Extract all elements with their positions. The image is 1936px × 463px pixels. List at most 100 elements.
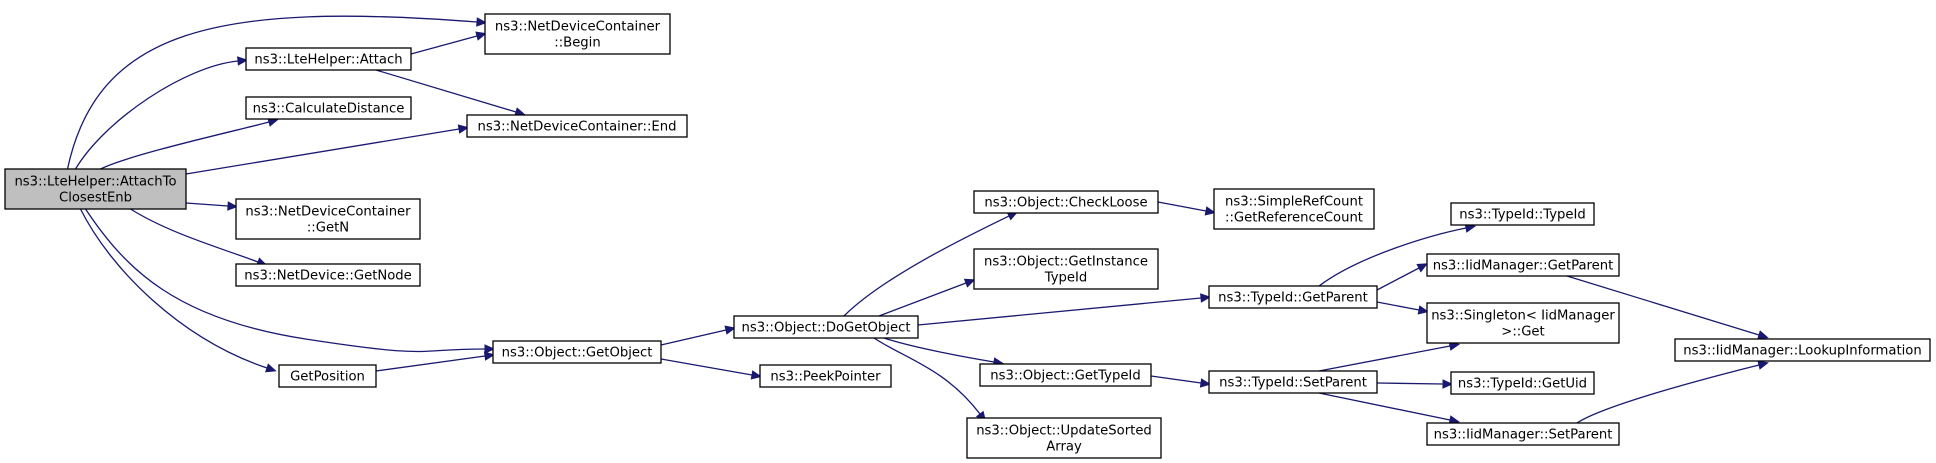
node-box[interactable] bbox=[1213, 188, 1375, 230]
arrowhead bbox=[475, 31, 487, 41]
call-edge bbox=[375, 69, 517, 113]
function-node-n23[interactable]: ns3::IidManager::LookupInformation bbox=[1674, 338, 1931, 362]
node-box[interactable] bbox=[235, 263, 421, 287]
function-node-n1[interactable]: ns3::NetDeviceContainer::Begin bbox=[484, 13, 671, 55]
node-box[interactable] bbox=[466, 114, 688, 138]
function-node-n6[interactable]: ns3::NetDevice::GetNode bbox=[235, 263, 421, 287]
arrowhead bbox=[227, 201, 239, 211]
call-edge bbox=[74, 60, 239, 170]
node-label: ns3::IidManager::SetParent bbox=[1434, 428, 1613, 443]
node-box[interactable] bbox=[1450, 371, 1595, 395]
arrowhead bbox=[1757, 330, 1769, 340]
call-edge bbox=[1566, 275, 1760, 336]
call-edge bbox=[1576, 364, 1760, 424]
function-node-n15[interactable]: ns3::SimpleRefCount::GetReferenceCount bbox=[1213, 188, 1375, 230]
node-box[interactable] bbox=[1426, 302, 1620, 344]
function-node-n7[interactable]: ns3::Object::GetObject bbox=[492, 340, 662, 364]
node-label: ns3::LteHelper::AttachTo bbox=[14, 175, 176, 190]
node-label: ns3::Singleton< IidManager bbox=[1431, 309, 1615, 324]
node-box[interactable] bbox=[973, 190, 1159, 214]
call-edge bbox=[660, 329, 727, 346]
node-box[interactable] bbox=[4, 168, 187, 210]
node-box[interactable] bbox=[973, 248, 1159, 290]
arrowhead bbox=[1416, 263, 1429, 273]
node-label: ns3::SimpleRefCount bbox=[1225, 195, 1363, 210]
function-node-n16[interactable]: ns3::TypeId::GetParent bbox=[1208, 285, 1378, 309]
node-box[interactable] bbox=[979, 363, 1152, 387]
node-box[interactable] bbox=[1208, 370, 1378, 394]
node-label: ns3::CalculateDistance bbox=[253, 102, 405, 117]
node-label: GetPosition bbox=[290, 370, 365, 385]
function-node-n18[interactable]: ns3::TypeId::TypeId bbox=[1450, 202, 1595, 226]
node-box[interactable] bbox=[245, 47, 412, 71]
arrowhead bbox=[750, 370, 763, 380]
node-box[interactable] bbox=[966, 417, 1162, 459]
arrowhead bbox=[457, 124, 470, 134]
node-label: ns3::Object::GetInstance bbox=[984, 255, 1148, 270]
function-node-n3[interactable]: ns3::CalculateDistance bbox=[245, 96, 412, 120]
node-label: >::Get bbox=[1501, 325, 1544, 340]
node-box[interactable] bbox=[278, 364, 377, 388]
node-box[interactable] bbox=[1426, 253, 1620, 277]
function-node-n5[interactable]: ns3::NetDeviceContainer::GetN bbox=[235, 198, 421, 240]
node-box[interactable] bbox=[1450, 202, 1595, 226]
node-box[interactable] bbox=[245, 96, 412, 120]
call-edge bbox=[1150, 375, 1202, 384]
call-edge bbox=[100, 121, 270, 170]
function-node-n21[interactable]: ns3::TypeId::GetUid bbox=[1450, 371, 1595, 395]
arrowhead bbox=[724, 325, 736, 335]
node-box[interactable] bbox=[1208, 285, 1378, 309]
function-node-n9[interactable]: ns3::Object::DoGetObject bbox=[733, 315, 919, 339]
function-node-n13[interactable]: ns3::Object::GetTypeId bbox=[979, 363, 1152, 387]
node-box[interactable] bbox=[484, 13, 671, 55]
call-edge bbox=[130, 208, 259, 263]
arrowhead bbox=[1204, 206, 1217, 216]
arrowhead bbox=[1442, 379, 1454, 389]
call-edge bbox=[883, 337, 995, 363]
node-label: ns3::Object::DoGetObject bbox=[741, 321, 910, 336]
node-box[interactable] bbox=[235, 198, 421, 240]
call-edge bbox=[1376, 267, 1420, 291]
arrowhead bbox=[1199, 378, 1212, 388]
node-label: ::GetReferenceCount bbox=[1225, 211, 1363, 226]
node-box[interactable] bbox=[1674, 338, 1931, 362]
call-edge bbox=[79, 208, 268, 369]
node-label: ns3::NetDeviceContainer bbox=[495, 20, 661, 35]
call-edge bbox=[1157, 201, 1207, 212]
call-edge bbox=[917, 297, 1202, 326]
call-edge bbox=[1318, 392, 1451, 421]
node-label: ns3::TypeId::TypeId bbox=[1459, 208, 1586, 223]
arrowhead bbox=[484, 344, 496, 354]
node-label: ns3::Object::GetObject bbox=[502, 346, 653, 361]
function-node-n22[interactable]: ns3::IidManager::SetParent bbox=[1426, 422, 1620, 446]
call-edge bbox=[843, 215, 1010, 317]
function-node-n20[interactable]: ns3::Singleton< IidManager>::Get bbox=[1426, 302, 1620, 344]
node-label: ns3::TypeId::GetUid bbox=[1458, 377, 1587, 392]
function-node-n10[interactable]: ns3::PeekPointer bbox=[759, 364, 892, 388]
call-edge bbox=[878, 282, 967, 317]
node-box[interactable] bbox=[1426, 422, 1620, 446]
function-node-n4[interactable]: ns3::NetDeviceContainer::End bbox=[466, 114, 688, 138]
call-edges bbox=[66, 15, 1769, 425]
function-node-n2[interactable]: ns3::LteHelper::Attach bbox=[245, 47, 412, 71]
function-node-n19[interactable]: ns3::IidManager::GetParent bbox=[1426, 253, 1620, 277]
call-edge bbox=[873, 337, 981, 415]
call-nodes: ns3::LteHelper::AttachToClosestEnbns3::N… bbox=[4, 13, 1931, 459]
arrowhead bbox=[237, 56, 249, 66]
node-box[interactable] bbox=[492, 340, 662, 364]
node-box[interactable] bbox=[759, 364, 892, 388]
node-label: ns3::Object::GetTypeId bbox=[990, 369, 1140, 384]
call-edge bbox=[66, 15, 478, 170]
node-label: ns3::NetDeviceContainer::End bbox=[478, 120, 677, 135]
call-edge bbox=[1376, 301, 1420, 311]
node-label: ns3::NetDeviceContainer bbox=[245, 205, 411, 220]
node-box[interactable] bbox=[733, 315, 919, 339]
function-node-n17[interactable]: ns3::TypeId::SetParent bbox=[1208, 370, 1378, 394]
function-node-n8[interactable]: GetPosition bbox=[278, 364, 377, 388]
node-label: ns3::PeekPointer bbox=[770, 370, 881, 385]
function-node-n11[interactable]: ns3::Object::CheckLoose bbox=[973, 190, 1159, 214]
